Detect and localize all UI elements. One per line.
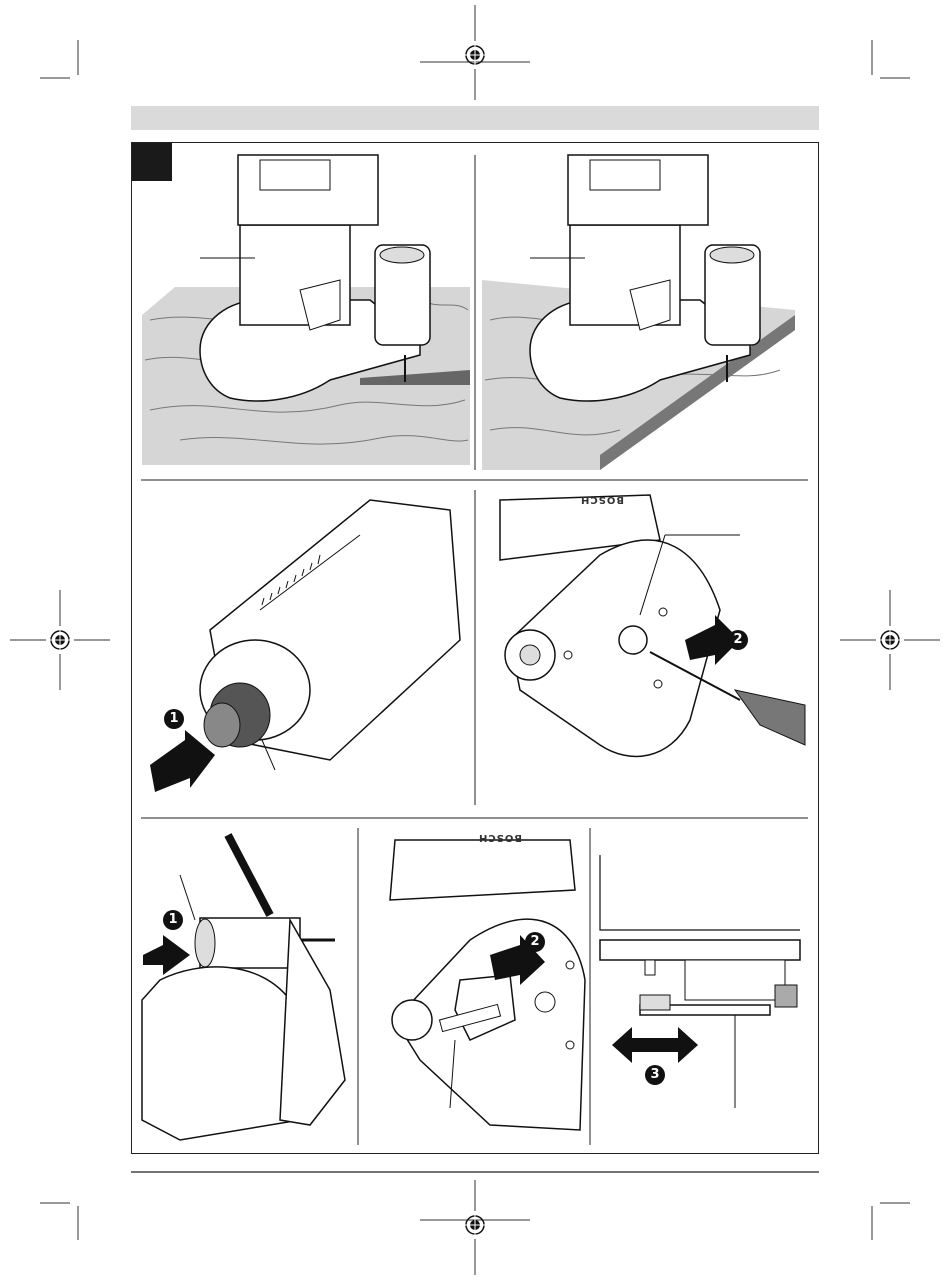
brand-logo-panel-d: BOSCH [580, 494, 624, 505]
figure-frame [131, 142, 819, 1154]
step-marker-1-panel-c: 1 [164, 709, 184, 729]
header-bar [131, 106, 819, 130]
step-marker-1-panel-e: 1 [163, 910, 183, 930]
step-marker-3-panel-g: 3 [645, 1065, 665, 1085]
step-marker-2-panel-f: 2 [525, 932, 545, 952]
brand-logo-panel-f: BOSCH [478, 832, 522, 843]
step-marker-2-panel-d: 2 [728, 630, 748, 650]
figure-number-tab [132, 143, 172, 181]
